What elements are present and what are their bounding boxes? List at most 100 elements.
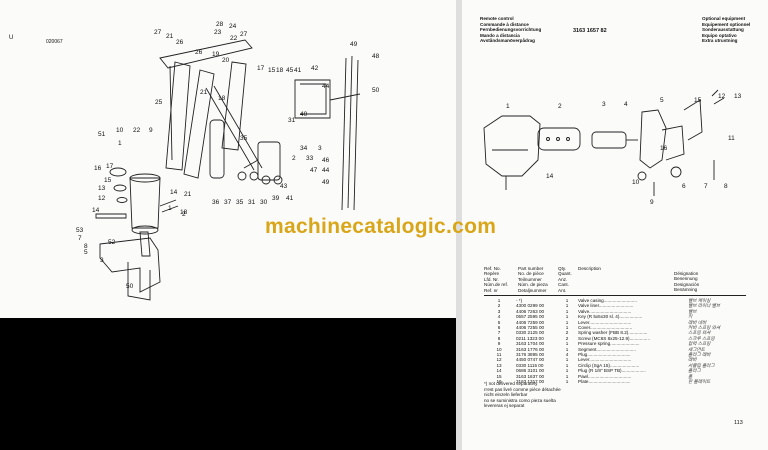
header-line: Optional equipment (702, 16, 746, 21)
callout: 27 (240, 31, 248, 38)
col-part-number: Part number No. de pièce Teilnummer Núm.… (518, 266, 548, 293)
header-line: Mando a distancia (480, 32, 520, 38)
exploded-assembly-diagram: 27 21 26 28 23 24 22 27 26 19 20 49 48 2… (76, 21, 380, 301)
ref-cell: 13 (496, 362, 502, 368)
description-cell: Valve liner........................... (578, 303, 634, 309)
header-part-number: 3163 1657 82 (573, 28, 607, 34)
handwritten-note: 폴 (688, 373, 693, 379)
callout: 19 (212, 51, 220, 58)
callout: 26 (195, 49, 203, 56)
callout: 3 (602, 101, 606, 108)
handwritten-note: 스프링 와셔 (688, 330, 711, 336)
description-cell: Plug.................................. (578, 352, 631, 358)
callout: 40 (300, 111, 308, 118)
callout: 10 (632, 179, 640, 186)
callout: 5 (660, 97, 664, 104)
description-cell: Spring washer (FBB 8.2)............... (578, 330, 648, 336)
callout: 39 (272, 195, 280, 202)
callout: 42 (311, 65, 319, 72)
right-page: Remote control Commande à distance Fernb… (462, 0, 768, 450)
description-cell: Cover................................. (578, 325, 633, 331)
description-cell: Circlip (SgA 15)....................... (578, 362, 640, 368)
scan-black-band (0, 318, 456, 450)
callout: 31 (248, 199, 256, 206)
handwritten-note: 판 플레이트 (688, 379, 711, 385)
callout: 18 (276, 67, 284, 74)
header-left: Remote control Commande à distance Fernb… (480, 16, 541, 44)
part-number-cell: 0330 1115 00 (516, 362, 544, 368)
header-line: Avståndsmanöverpådrag (480, 38, 535, 44)
part-number-cell: 3163 1776 00 (516, 346, 545, 352)
qty-cell: 1 (565, 319, 569, 325)
callout: 35 (240, 135, 248, 142)
callout: 48 (372, 53, 380, 60)
callout: 9 (650, 199, 654, 206)
callout: 53 (76, 227, 84, 234)
part-number-cell: 4406 7259 00 (516, 319, 545, 325)
description-cell: Lever................................. (578, 319, 632, 325)
handwritten-note: 스크루 스프링 (688, 335, 715, 341)
callout: 20 (222, 57, 230, 64)
callout: 6 (682, 183, 686, 190)
callout: 34 (300, 145, 308, 152)
qty-cell: 1 (565, 368, 569, 374)
callout: 3 (318, 145, 322, 152)
header-line: Equipo optativo (702, 32, 737, 38)
handwritten-note: 키 (688, 314, 693, 320)
description-cell: Pawl.................................. (578, 373, 632, 379)
header-line: Remote control (480, 16, 514, 21)
ref-cell: 5 (497, 319, 501, 325)
qty-cell: 4 (565, 352, 569, 358)
part-number-cell: 0330 2125 00 (516, 330, 545, 336)
callout: 44 (322, 83, 330, 90)
callout: 37 (224, 199, 232, 206)
qty-cell: 2 (565, 330, 569, 336)
callout: 13 (98, 185, 106, 192)
callout: 28 (216, 21, 224, 28)
callout: 49 (322, 179, 330, 186)
callout: 10 (116, 127, 124, 134)
qty-cell: 1 (565, 303, 569, 309)
part-number-cell: 3176 3895 00 (516, 352, 545, 358)
handwritten-note: 플러그 (688, 368, 701, 374)
callout: 26 (176, 39, 184, 46)
ref-cell: 8 (497, 335, 501, 341)
description-cell: Key (R 5x5x30 sl. 4).................. (578, 314, 643, 320)
handwritten-note: 플러그 레버 (688, 352, 711, 358)
part-number-cell: 4406 7263 00 (516, 308, 545, 314)
callout: 52 (108, 239, 116, 246)
qty-cell: 1 (565, 379, 569, 385)
callout: 22 (133, 127, 141, 134)
handwritten-note: 커버 스프링 와셔 (688, 325, 721, 331)
part-number-cell: 0557 2595 00 (516, 314, 545, 320)
left-page: U 020067 (0, 21, 456, 450)
ref-cell: 10 (496, 346, 502, 352)
callout: 24 (229, 23, 237, 30)
callout: 16 (660, 145, 668, 152)
handwritten-note: 서클립 플러그 (688, 362, 715, 368)
callout: 21 (184, 191, 192, 198)
callout: 36 (212, 199, 220, 206)
callout: 47 (310, 167, 318, 174)
qty-cell: 1 (565, 308, 569, 314)
callout: 31 (288, 117, 296, 124)
table-row: 5 4406 7259 00 1 Lever.....................… (484, 320, 750, 325)
part-number-cell: 3163 1704 00 (516, 341, 545, 347)
callout: 14 (92, 207, 100, 214)
description-cell: Plate................................. (578, 379, 631, 385)
header-line: Sonderausstattung (702, 27, 744, 33)
callout: 3 (100, 257, 104, 264)
callout: 46 (322, 157, 330, 164)
handwritten-note: 밸브 케이싱 (688, 298, 711, 303)
callout: 2 (182, 211, 186, 218)
callout: 17 (106, 163, 114, 170)
callout: 43 (280, 183, 288, 190)
